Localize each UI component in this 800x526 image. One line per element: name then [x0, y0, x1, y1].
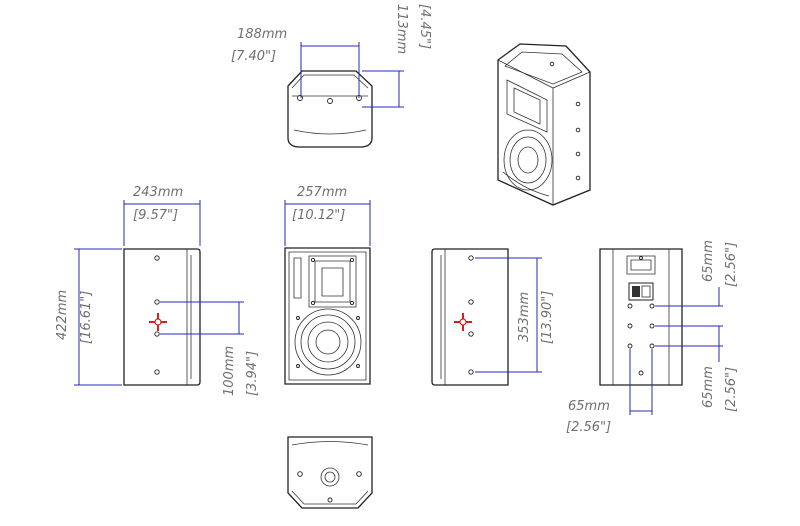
rear-view — [599, 248, 683, 386]
front-width-mm-label: 257mm — [297, 185, 347, 200]
height-mm-label: 422mm — [55, 290, 70, 340]
mount-height-mm-label: 353mm — [517, 292, 532, 342]
front-view-dimensions — [284, 200, 371, 246]
bottom-view — [287, 436, 373, 509]
side-depth-in-label: [9.57"] — [133, 208, 178, 223]
front-width-in-label: [10.12"] — [292, 208, 345, 223]
side-depth-mm-label: 243mm — [133, 185, 183, 200]
rear-spacing-lower-in-label: [2.56"] — [724, 367, 739, 412]
side-view-right-dimensions — [475, 257, 542, 373]
mount-offset-in-label: [3.94"] — [245, 351, 260, 396]
height-in-label: [16.61"] — [79, 291, 94, 344]
rear-spacing-upper-in-label: [2.56"] — [724, 242, 739, 287]
front-view — [284, 247, 371, 385]
top-view — [287, 70, 373, 148]
top-view-dimensions — [300, 42, 404, 108]
side-view-right — [431, 248, 509, 386]
side-view-dimensions — [74, 200, 244, 386]
top-width-mm-label: 188mm — [237, 27, 287, 42]
center-of-gravity-icon — [149, 313, 167, 331]
side-view-left — [123, 248, 201, 386]
top-depth-in-label: [4.45"] — [417, 4, 432, 49]
rear-spacing-horizontal-mm-label: 65mm — [568, 399, 610, 414]
rear-spacing-lower-mm-label: 65mm — [701, 366, 716, 408]
center-of-gravity-icon — [454, 313, 472, 331]
mount-height-in-label: [13.90"] — [540, 291, 555, 344]
rear-spacing-horizontal-in-label: [2.56"] — [566, 420, 611, 435]
perspective-view — [497, 43, 591, 206]
rear-spacing-upper-mm-label: 65mm — [701, 240, 716, 282]
connector-plate — [628, 282, 654, 301]
mount-offset-mm-label: 100mm — [222, 346, 237, 396]
top-depth-mm-label: 113mm — [394, 4, 409, 54]
top-width-in-label: [7.40"] — [231, 49, 276, 64]
rear-view-dimensions — [629, 287, 723, 415]
